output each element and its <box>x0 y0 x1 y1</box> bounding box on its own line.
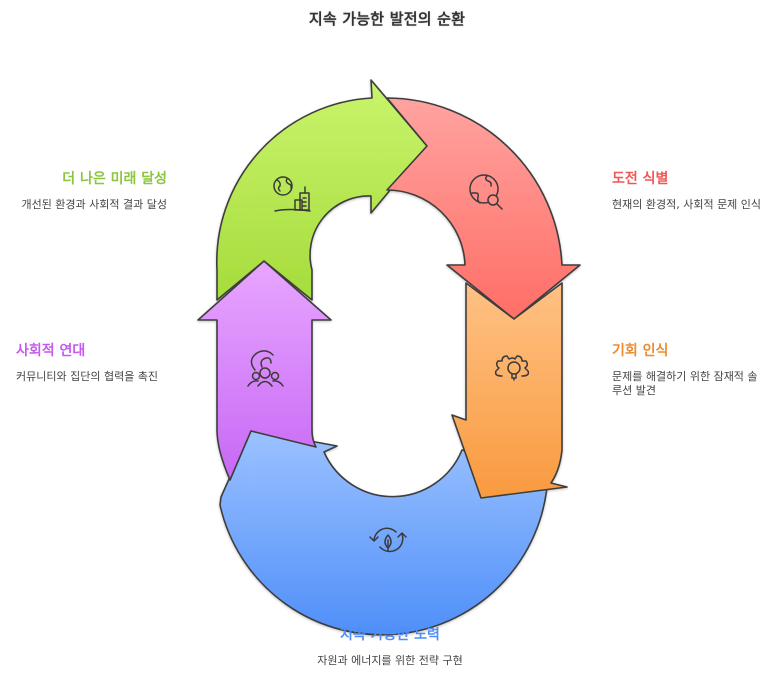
community-icon <box>247 350 284 387</box>
step-heading: 도전 식별 <box>612 171 669 187</box>
leaf-cycle-icon <box>369 527 407 553</box>
step-social-solidarity: 사회적 연대 커뮤니티와 집단의 협력을 촉진 <box>16 340 166 384</box>
gear-lightbulb-icon <box>494 355 530 381</box>
globe-city-icon <box>273 176 311 212</box>
globe-search-icon <box>469 174 503 210</box>
step-identify-challenge: 도전 식별 현재의 환경적, 사회적 문제 인식 <box>612 168 762 212</box>
arrow-sustainable-effort <box>219 429 549 636</box>
step-description: 커뮤니티와 집단의 협력을 촉진 <box>16 370 159 383</box>
step-heading: 기회 인식 <box>612 343 669 359</box>
step-heading: 더 나은 미래 달성 <box>62 171 167 187</box>
arrow-recognize-opportunity <box>451 282 568 499</box>
step-heading: 지속 가능한 노력 <box>340 627 440 643</box>
step-heading: 사회적 연대 <box>16 343 86 359</box>
step-recognize-opportunity: 기회 인식 문제를 해결하기 위한 잠재적 솔루션 발견 <box>612 340 762 398</box>
step-description: 자원과 에너지를 위한 전략 구현 <box>317 654 463 667</box>
step-description: 문제를 해결하기 위한 잠재적 솔루션 발견 <box>612 370 758 397</box>
arrow-identify-challenge <box>386 97 581 320</box>
step-better-future: 더 나은 미래 달성 개선된 환경과 사회적 결과 달성 <box>10 168 167 212</box>
step-sustainable-effort: 지속 가능한 노력 자원과 에너지를 위한 전략 구현 <box>300 624 480 668</box>
arrow-better-future <box>216 79 428 301</box>
step-description: 현재의 환경적, 사회적 문제 인식 <box>612 198 762 211</box>
step-description: 개선된 환경과 사회적 결과 달성 <box>21 198 167 211</box>
diagram-title: 지속 가능한 발전의 순환 <box>308 10 466 28</box>
arrow-social-solidarity <box>197 260 332 481</box>
